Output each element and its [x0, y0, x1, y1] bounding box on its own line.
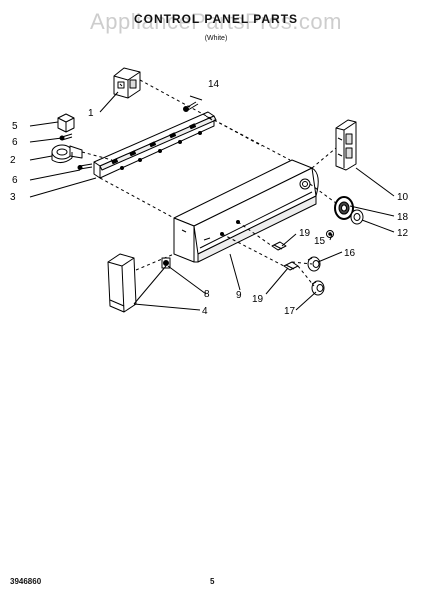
- callout-10: 10: [397, 192, 409, 203]
- callout-17: 17: [284, 306, 296, 317]
- callout-1: 1: [88, 108, 94, 119]
- part-shaft-19b: [283, 261, 299, 271]
- part-clip-8: [161, 257, 171, 269]
- callout-8: 8: [204, 289, 210, 300]
- callout-14: 14: [208, 79, 220, 90]
- callout-18: 18: [397, 212, 409, 223]
- part-rotary-switch: [51, 144, 83, 164]
- part-screw-14: [183, 101, 199, 112]
- callout-5: 5: [12, 121, 18, 132]
- leader-lines: [29, 79, 395, 311]
- part-knob: [350, 209, 364, 225]
- part-shaft-19a: [271, 241, 287, 251]
- part-end-bracket-right: [335, 119, 357, 171]
- callout-19-upper: 19: [299, 228, 311, 239]
- color-variant: (White): [204, 35, 228, 42]
- callout-2: 2: [10, 155, 16, 166]
- callout-6-lower: 6: [12, 175, 18, 186]
- part-connector-block: [113, 67, 141, 99]
- part-button-16: [307, 256, 321, 272]
- document-number: 3946860: [10, 577, 42, 586]
- diagram-title: CONTROL PANEL PARTS: [133, 12, 299, 26]
- part-screw-6a: [59, 133, 73, 141]
- part-control-panel: [173, 159, 319, 263]
- callout-6-upper: 6: [12, 137, 18, 148]
- part-end-cap-left: [107, 253, 137, 313]
- page-number: 5: [210, 577, 215, 586]
- part-bracket-rail: [93, 111, 217, 179]
- part-button-17: [311, 280, 325, 296]
- callout-16: 16: [344, 248, 356, 259]
- part-nut-15: [326, 230, 334, 238]
- callout-3: 3: [10, 192, 16, 203]
- part-screw-6b: [77, 163, 93, 170]
- callout-12: 12: [397, 228, 409, 239]
- callout-9: 9: [236, 290, 242, 301]
- callout-15: 15: [314, 236, 326, 247]
- watermark: AppliancePartsPros.com: [90, 9, 342, 34]
- part-switch-5: [57, 113, 75, 133]
- callout-labels: 1 2 3 4 5 6 6 8 9 10 12 14 15 16 17 18 1…: [10, 79, 409, 317]
- callout-19-lower: 19: [252, 294, 264, 305]
- callout-4: 4: [202, 306, 208, 317]
- part-knob-ring: [334, 196, 354, 220]
